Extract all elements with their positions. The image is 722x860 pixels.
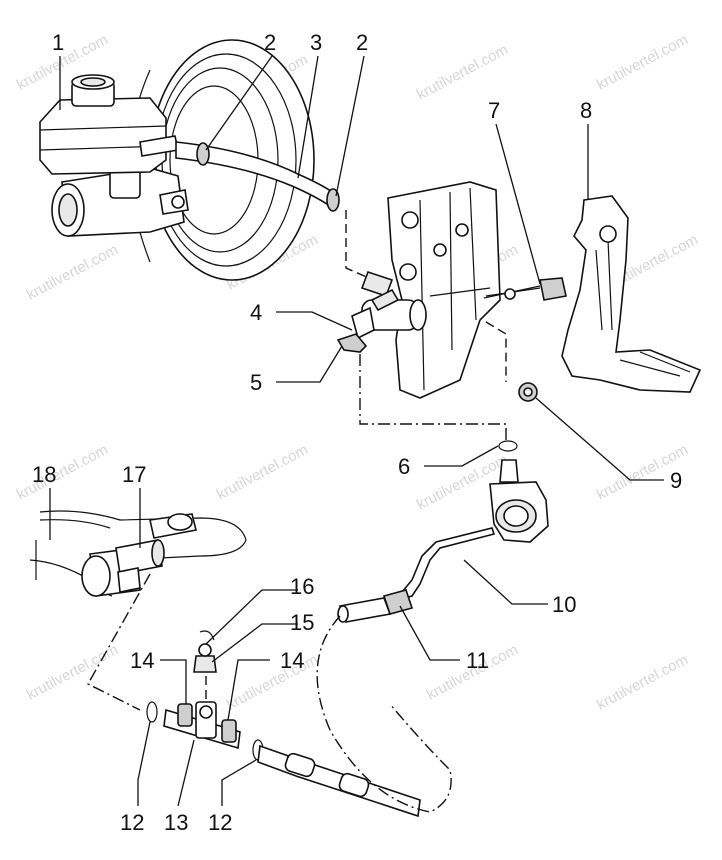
callout-1: 1 xyxy=(52,30,64,55)
master-cylinder xyxy=(51,167,189,237)
callout-labels: 1 2 3 2 7 8 4 5 6 9 18 17 10 16 15 11 14… xyxy=(32,30,682,835)
callout-15: 15 xyxy=(290,610,314,635)
brake-fluid-reservoir xyxy=(39,74,179,175)
callout-3: 3 xyxy=(310,30,322,55)
callout-16: 16 xyxy=(290,574,314,599)
clutch-pipe xyxy=(257,744,421,818)
bleed-cap xyxy=(199,630,215,641)
watermark-text: krutilvertel.com xyxy=(14,441,111,503)
quick-connector xyxy=(337,589,414,623)
hose-routing-dashed-line xyxy=(345,210,379,283)
callout-14: 14 xyxy=(130,648,154,673)
callout-2: 2 xyxy=(264,30,276,55)
callout-9: 9 xyxy=(670,468,682,493)
hose-clamp-upper xyxy=(196,142,210,166)
watermark-text: krutilvertel.com xyxy=(594,651,691,713)
callout-6: 6 xyxy=(398,454,410,479)
retaining-clip xyxy=(336,333,368,353)
callout-5: 5 xyxy=(250,370,262,395)
pushrod-clip xyxy=(539,277,567,301)
callout-8: 8 xyxy=(580,98,592,123)
bleed-nipple xyxy=(193,643,217,673)
clutch-slave-cylinder xyxy=(489,459,549,543)
callout-14: 14 xyxy=(280,648,304,673)
slave-pipe xyxy=(401,527,496,599)
leader-lines xyxy=(49,55,664,807)
watermark-text: krutilvertel.com xyxy=(24,241,121,303)
link-line-pipe-to-connector xyxy=(316,615,452,813)
callout-12: 12 xyxy=(208,810,232,835)
callout-7: 7 xyxy=(488,98,500,123)
pedal-bush xyxy=(518,382,538,402)
bleed-fitting xyxy=(115,539,165,593)
clutch-pedal xyxy=(561,195,702,393)
clutch-master-cylinder xyxy=(351,288,427,340)
callout-4: 4 xyxy=(250,300,262,325)
callout-10: 10 xyxy=(552,592,576,617)
callout-12: 12 xyxy=(120,810,144,835)
seal-ring xyxy=(498,440,518,452)
callout-2: 2 xyxy=(356,30,368,55)
pedal-bracket-housing xyxy=(387,181,541,399)
callout-17: 17 xyxy=(122,462,146,487)
t-piece-assembly xyxy=(146,701,264,761)
callout-13: 13 xyxy=(164,810,188,835)
callout-11: 11 xyxy=(466,648,489,673)
link-line-pedal-to-bush xyxy=(485,321,507,382)
watermark-text: krutilvertel.com xyxy=(214,441,311,503)
link-line-pedal-to-cylinder xyxy=(359,354,507,440)
watermark-text: krutilvertel.com xyxy=(594,31,691,93)
link-line-engine-to-tpiece xyxy=(87,573,151,711)
pushrod xyxy=(485,287,541,300)
callout-18: 18 xyxy=(32,462,56,487)
watermark-text: krutilvertel.com xyxy=(414,41,511,103)
